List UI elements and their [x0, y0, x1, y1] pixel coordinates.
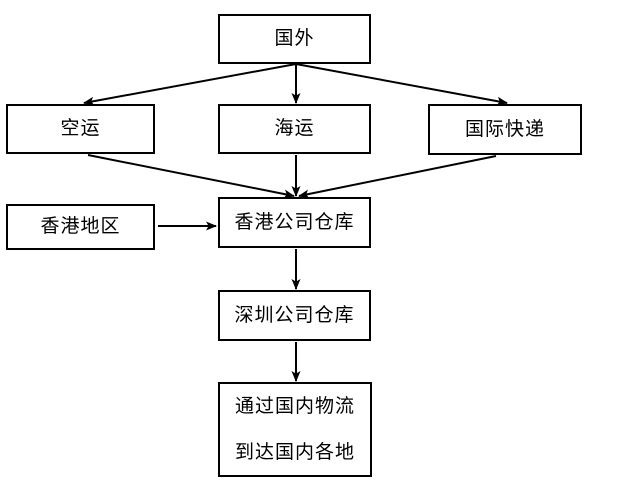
edge-overseas-to-express [295, 63, 508, 106]
edge-overseas-to-air [83, 63, 297, 106]
node-hong-kong-region-label: 香港地区 [40, 216, 121, 238]
node-domestic-delivery[interactable]: 通过国内物流 到达国内各地 [218, 382, 372, 477]
node-hong-kong-region[interactable]: 香港地区 [6, 204, 155, 250]
node-sea-freight[interactable]: 海运 [218, 104, 371, 154]
node-sea-freight-label: 海运 [274, 118, 315, 140]
node-air-freight[interactable]: 空运 [6, 104, 155, 154]
node-air-freight-label: 空运 [60, 118, 101, 140]
node-shenzhen-warehouse-label: 深圳公司仓库 [234, 304, 355, 326]
node-overseas[interactable]: 国外 [218, 14, 371, 64]
edge-air-to-hk-warehouse [87, 154, 295, 199]
node-hong-kong-warehouse[interactable]: 香港公司仓库 [218, 197, 371, 248]
node-international-express[interactable]: 国际快递 [428, 104, 582, 155]
node-domestic-delivery-label-line1: 通过国内物流 [234, 395, 355, 417]
node-domestic-delivery-label-line2: 到达国内各地 [234, 441, 355, 463]
edge-express-to-hk-warehouse [298, 155, 497, 199]
node-overseas-label: 国外 [274, 28, 315, 50]
node-shenzhen-warehouse[interactable]: 深圳公司仓库 [218, 290, 371, 341]
node-international-express-label: 国际快递 [464, 118, 545, 140]
node-hong-kong-warehouse-label: 香港公司仓库 [234, 211, 355, 233]
